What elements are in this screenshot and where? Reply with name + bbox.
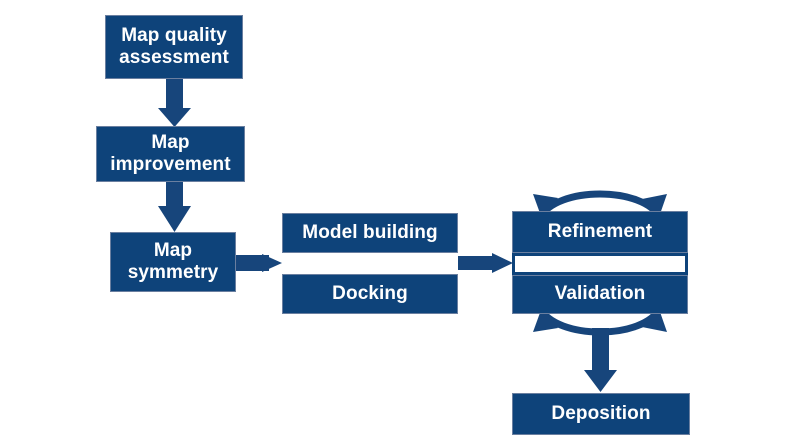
node-deposition[interactable]: Deposition xyxy=(512,393,690,435)
connector-cycle-to-deposition xyxy=(584,328,617,392)
connector-quality-to-improvement xyxy=(158,78,191,127)
connector-building-to-refinement xyxy=(458,253,513,273)
node-model-building[interactable]: Model building xyxy=(282,213,458,253)
node-map-symmetry[interactable]: Map symmetry xyxy=(110,232,236,292)
connector-improvement-to-symmetry xyxy=(158,182,191,232)
node-map-quality-assessment[interactable]: Map quality assessment xyxy=(105,15,243,79)
node-validation[interactable]: Validation xyxy=(512,275,688,314)
connector-symmetry-to-building xyxy=(236,254,282,272)
cycle-center-bar xyxy=(512,253,688,275)
node-map-improvement[interactable]: Map improvement xyxy=(96,126,245,182)
node-refinement[interactable]: Refinement xyxy=(512,211,688,253)
node-docking[interactable]: Docking xyxy=(282,274,458,314)
